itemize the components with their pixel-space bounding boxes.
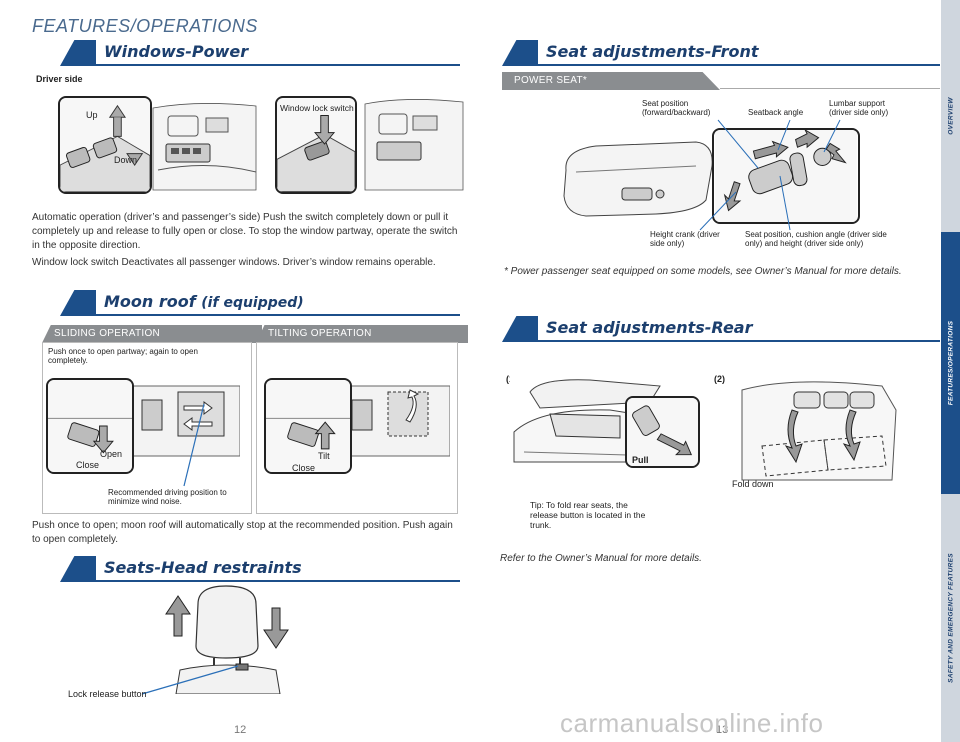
sliding-caption: Push once to open partway; again to open… xyxy=(48,347,198,365)
sidebar-tab-overview[interactable]: OVERVIEW xyxy=(941,0,960,232)
sidebar-tab-label: OVERVIEW xyxy=(947,97,954,135)
fold-down-label: Fold down xyxy=(732,479,774,489)
tilting-roof-illustration xyxy=(340,378,450,472)
height-crank-label: Height crank (driver side only) xyxy=(650,230,720,248)
sliding-switch-closeup xyxy=(46,378,134,474)
moon-roof-title: Moon roof xyxy=(104,292,196,311)
lumbar-support-label: Lumbar support (driver side only) xyxy=(829,99,889,117)
tilting-operation-ribbon: TILTING OPERATION xyxy=(256,325,468,343)
section-sidebar: OVERVIEW FEATURES/OPERATIONS SAFETY AND … xyxy=(941,0,960,742)
sidebar-tab-label: SAFETY AND EMERGENCY FEATURES xyxy=(947,553,954,683)
recommended-pointer xyxy=(183,403,205,487)
head-restraint-illustration xyxy=(160,584,300,694)
power-seat-ribbon: POWER SEAT* xyxy=(502,72,720,90)
sidebar-tab-label: FEATURES/OPERATIONS xyxy=(947,320,954,406)
tilt-close-label: Close xyxy=(292,463,316,473)
front-seat-illustration xyxy=(556,130,716,222)
seat-controls-closeup xyxy=(712,128,860,224)
section-title: Seat adjustments-Rear xyxy=(546,318,753,337)
pull-release-closeup xyxy=(625,396,700,468)
window-lock-closeup xyxy=(275,96,357,194)
driver-side-label: Driver side xyxy=(36,74,83,84)
section-title: Moon roof (if equipped) xyxy=(104,292,304,311)
watermark: carmanualsonline.info xyxy=(560,708,824,738)
sliding-panel xyxy=(42,342,252,514)
close-label: Close xyxy=(76,460,100,470)
tilting-switch-closeup xyxy=(264,378,352,474)
tilt-label: Tilt xyxy=(318,451,330,461)
page-title: FEATURES/OPERATIONS xyxy=(32,16,258,36)
moon-roof-header: Moon roof (if equipped) xyxy=(60,290,460,316)
sliding-operation-ribbon: SLIDING OPERATION xyxy=(42,325,262,343)
window-switch-closeup xyxy=(58,96,152,194)
moon-roof-title-suffix: (if equipped) xyxy=(201,295,304,311)
section-title: Seats-Head restraints xyxy=(104,558,302,577)
refer-note: Refer to the Owner’s Manual for more det… xyxy=(500,553,702,564)
pull-label: Pull xyxy=(632,455,649,465)
section-title: Seat adjustments-Front xyxy=(546,42,759,61)
seat-front-header: Seat adjustments-Front xyxy=(502,40,940,66)
window-lock-switch-label: Window lock switch xyxy=(280,103,354,113)
seat-position-label: Seat position (forward/backward) xyxy=(642,99,711,117)
open-label: Open xyxy=(100,449,123,459)
sliding-roof-illustration xyxy=(130,378,240,472)
page-number-left: 12 xyxy=(234,724,247,736)
down-label: Down xyxy=(114,155,138,165)
page-number-right: 13 xyxy=(716,724,729,736)
windows-power-header: Windows-Power xyxy=(60,40,460,66)
seat-label-pointers xyxy=(699,119,841,231)
up-label: Up xyxy=(86,110,98,120)
lock-release-pointer xyxy=(141,665,239,695)
tilting-panel xyxy=(256,342,458,514)
rear-label-2: (2) xyxy=(714,374,725,384)
head-restraints-header: Seats-Head restraints xyxy=(60,556,460,582)
rear-seat-tip: Tip: To fold rear seats, the release but… xyxy=(530,500,646,530)
rear-seat-illustration xyxy=(732,370,902,492)
section-title: Windows-Power xyxy=(104,42,249,61)
seat-rear-header: Seat adjustments-Rear xyxy=(502,316,940,342)
sidebar-tab-safety[interactable]: SAFETY AND EMERGENCY FEATURES xyxy=(941,494,960,742)
seatback-angle-label: Seatback angle xyxy=(748,108,804,117)
cushion-label: Seat position, cushion angle (driver sid… xyxy=(745,230,887,248)
power-seat-footnote: * Power passenger seat equipped on some … xyxy=(504,266,902,277)
recommended-position-label: Recommended driving position to minimize… xyxy=(108,488,227,506)
lock-release-label: Lock release button xyxy=(68,689,147,699)
windows-power-paragraph-1: Automatic operation (driver’s and passen… xyxy=(32,212,458,251)
moon-roof-paragraph: Push once to open; moon roof will automa… xyxy=(32,520,453,545)
sidebar-tab-features[interactable]: FEATURES/OPERATIONS xyxy=(941,232,960,494)
windows-power-paragraph-2: Window lock switch Deactivates all passe… xyxy=(32,257,436,268)
